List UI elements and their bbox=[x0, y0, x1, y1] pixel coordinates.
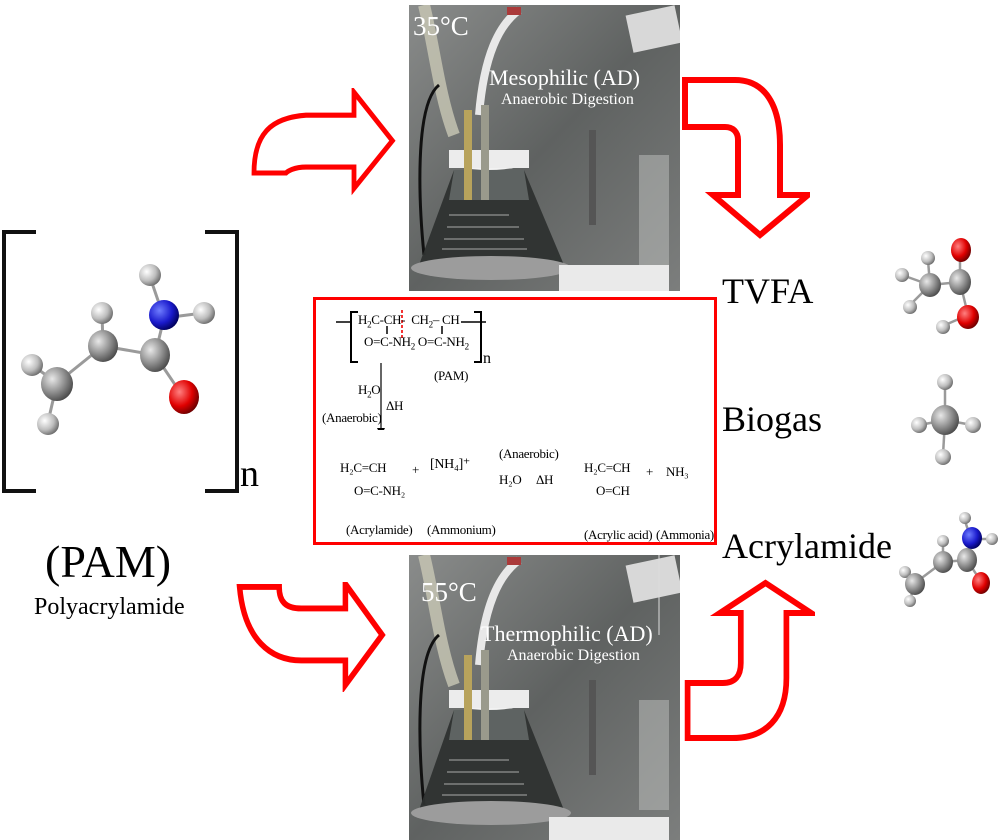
acrylamide-molecule-icon bbox=[899, 512, 998, 607]
step1-heat: ΔH bbox=[386, 398, 404, 413]
mesophilic-reactor-photo: 35°C Mesophilic (AD) Anaerobic Digestion bbox=[409, 5, 680, 291]
product-label-biogas: Biogas bbox=[722, 399, 823, 439]
mesophilic-temperature: 35°C bbox=[413, 11, 469, 41]
acrylamide-formula-line1: H₂C=CH bbox=[340, 460, 387, 475]
acrylic-acid-formula-line1: H₂C=CH bbox=[584, 460, 631, 475]
ammonium-formula: [NH₄]⁺ bbox=[430, 457, 471, 472]
pam-chain-line2: O=C-NH2 O=C-NH2 bbox=[364, 334, 469, 352]
acrylic-acid-formula-line2: O=CH bbox=[596, 483, 630, 498]
product-label-acrylamide: Acrylamide bbox=[722, 526, 892, 566]
step2-condition: (Anaerobic) bbox=[499, 446, 559, 461]
step2-heat: ΔH bbox=[536, 472, 554, 487]
mesophilic-subtitle: Anaerobic Digestion bbox=[501, 91, 634, 108]
repeat-subscript-n: n bbox=[240, 453, 259, 495]
acrylamide-label: (Acrylamide) bbox=[346, 522, 413, 537]
curved-arrow-up-to-products-icon bbox=[684, 579, 815, 741]
methane-molecule-icon bbox=[911, 374, 981, 465]
thermophilic-temperature: 55°C bbox=[421, 577, 477, 607]
reaction-scheme-box: H2C-CH-CH2– CH O=C-NH2 O=C-NH2 n (PAM) H… bbox=[313, 297, 717, 545]
step1-reagent: H2O bbox=[358, 382, 381, 400]
acrylamide-formula-line2: O=C-NH₂ bbox=[354, 483, 405, 498]
acetic-acid-molecule-icon bbox=[895, 238, 979, 334]
digester-flask-image bbox=[409, 5, 680, 291]
pam-full-name: Polyacrylamide bbox=[34, 594, 185, 620]
pam-monomer-panel: n bbox=[0, 225, 260, 500]
pam-chain-line1: H2C-CH-CH2– CH bbox=[358, 312, 460, 330]
pam-molecule-icon bbox=[21, 264, 215, 435]
thermophilic-subtitle: Anaerobic Digestion bbox=[507, 647, 640, 664]
curved-arrow-down-to-products-icon bbox=[682, 77, 810, 239]
ammonia-label: (Ammonia) bbox=[656, 527, 714, 542]
digester-flask-image bbox=[409, 555, 680, 840]
product-label-tvfa: TVFA bbox=[722, 271, 814, 311]
pam-chain-label: (PAM) bbox=[434, 368, 469, 383]
step1-condition: (Anaerobic) bbox=[322, 410, 382, 425]
curved-arrow-to-mesophilic-icon bbox=[251, 88, 396, 196]
ammonium-label: (Ammonium) bbox=[427, 522, 496, 537]
thermophilic-title: Thermophilic (AD) bbox=[481, 621, 653, 646]
step2-reagent: H₂O bbox=[499, 472, 522, 487]
pam-chain-brackets bbox=[336, 310, 486, 430]
thermophilic-reactor-photo: 55°C Thermophilic (AD) Anaerobic Digesti… bbox=[409, 555, 680, 840]
curved-arrow-to-thermophilic-icon bbox=[236, 582, 386, 692]
left-bracket bbox=[2, 230, 36, 493]
acrylic-acid-label: (Acrylic acid) bbox=[584, 527, 653, 542]
plus-sign-2: + bbox=[646, 464, 654, 479]
ammonia-formula: NH₃ bbox=[666, 464, 689, 479]
right-bracket bbox=[205, 230, 239, 493]
plus-sign-1: + bbox=[412, 462, 420, 477]
pam-abbreviation: (PAM) bbox=[45, 536, 172, 587]
pam-repeat-n: n bbox=[483, 350, 491, 367]
mesophilic-title: Mesophilic (AD) bbox=[489, 65, 640, 90]
